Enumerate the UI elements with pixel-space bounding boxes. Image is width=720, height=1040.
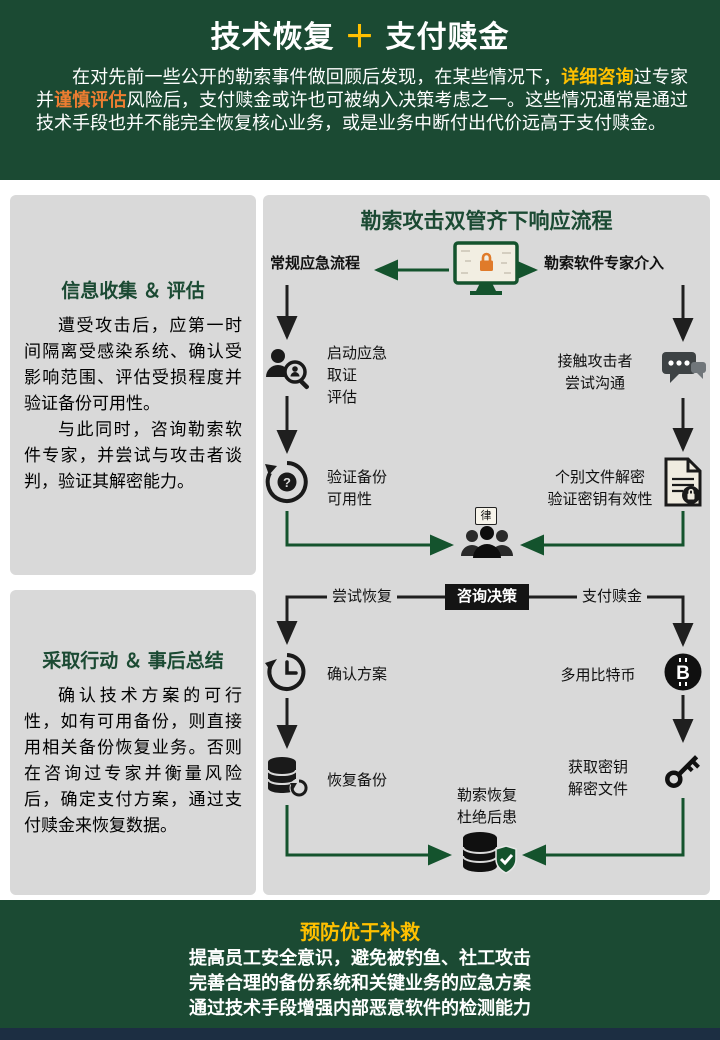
branch-label-expert-involved: 勒索软件专家介入: [543, 255, 664, 272]
step-restore-backup-label: 恢复备份: [327, 772, 388, 789]
decision-node: 咨询决策: [445, 584, 529, 610]
footer-line-3: 通过技术手段增强内部恶意软件的检测能力: [189, 998, 531, 1018]
footer-line-2: 完善合理的备份系统和关键业务的应急方案: [189, 973, 531, 993]
intro-segment: 风险后，支付赎金或许也可被纳入决策考虑之一。这些情况通常是通过技术手段也并不能完…: [36, 90, 689, 133]
info-collect-paragraph-2: 与此同时，咨询勒索软件专家，并尝试与攻击者谈判，验证其解密能力。: [24, 419, 242, 491]
footer-title: 预防优于补救: [300, 922, 420, 944]
flowchart-title: 勒索攻击双管齐下响应流程: [360, 210, 613, 233]
footer-line-1: 提高员工安全意识，避免被钓鱼、社工攻击: [189, 948, 531, 968]
database-shield-icon: [456, 829, 518, 879]
path-try-restore-label: 尝试恢复: [327, 587, 397, 607]
intro-segment: 在对先前一些公开的勒索事件做回顾后发现，在某些情况下，: [72, 67, 562, 87]
step-start-response-label: 启动应急 取证 评估: [327, 345, 388, 406]
database-restore-icon: [264, 754, 310, 800]
highlight-careful-evaluate: 谨慎评估: [54, 90, 127, 110]
page-title-plus: ＋: [344, 21, 376, 54]
person-search-icon: [264, 345, 310, 391]
bottom-bar: [0, 1028, 720, 1040]
key-icon: [661, 748, 705, 792]
bitcoin-glyph: B: [676, 663, 690, 684]
highlight-detailed-consult: 详细咨询: [561, 67, 634, 87]
page-title-left: 技术恢复: [210, 21, 335, 54]
info-collect-paragraph-1: 遭受攻击后，应第一时间隔离受感染系统、确认受影响范围、评估受损程度并验证备份可用…: [24, 315, 242, 413]
intro-paragraph: 在对先前一些公开的勒索事件做回顾后发现，在某些情况下，详细咨询过专家并谨慎评估风…: [36, 66, 688, 135]
file-lock-icon: [661, 457, 705, 507]
bitcoin-icon: B: [663, 652, 703, 692]
step-verify-backup-label: 验证备份 可用性: [327, 469, 388, 508]
page-title: 技术恢复 ＋ 支付赎金: [0, 12, 720, 56]
take-action-box: 采取行动 ＆ 事后总结 确认技术方案的可行性，如有可用备份，则直接用相关备份恢复…: [10, 590, 256, 895]
step-get-key-label: 获取密钥 解密文件: [567, 759, 628, 798]
step-contact-attacker-label: 接触攻击者 尝试沟通: [557, 353, 633, 392]
info-collect-title: 信息收集 ＆ 评估: [61, 280, 205, 302]
consult-people-icon: [460, 521, 514, 567]
footer: 预防优于补救 提高员工安全意识，避免被钓鱼、社工攻击 完善合理的备份系统和关键业…: [0, 900, 720, 1040]
step-decrypt-sample-label: 个别文件解密 验证密钥有效性: [547, 469, 653, 508]
monitor-lock-icon: [453, 241, 519, 297]
backup-verify-icon: ?: [264, 459, 310, 505]
step-confirm-plan-label: 确认方案: [327, 666, 388, 683]
page-title-right: 支付赎金: [385, 21, 510, 54]
path-pay-ransom-label: 支付赎金: [577, 587, 647, 607]
branch-label-regular-response: 常规应急流程: [269, 255, 360, 272]
clock-history-icon: [265, 650, 309, 694]
question-mark-glyph: ?: [283, 475, 291, 490]
header: 技术恢复 ＋ 支付赎金 在对先前一些公开的勒索事件做回顾后发现，在某些情况下，详细咨…: [0, 0, 720, 180]
intro-segment: 过专家并: [36, 67, 689, 110]
footer-lines: 提高员工安全意识，避免被钓鱼、社工攻击 完善合理的备份系统和关键业务的应急方案 …: [0, 946, 720, 1021]
law-badge: 律: [475, 507, 497, 525]
step-use-bitcoin-label: 多用比特币: [560, 667, 636, 684]
final-recover-label: 勒索恢复 杜绝后患: [456, 787, 517, 826]
info-collect-box: 信息收集 ＆ 评估 遭受攻击后，应第一时间隔离受感染系统、确认受影响范围、评估受…: [10, 195, 256, 575]
flowchart-panel: 勒索攻击双管齐下响应流程: [263, 195, 710, 895]
take-action-paragraph: 确认技术方案的可行性，如有可用备份，则直接用相关备份恢复业务。否则在咨询过专家并…: [24, 686, 242, 835]
take-action-title: 采取行动 ＆ 事后总结: [42, 651, 224, 672]
chat-bubbles-icon: [661, 349, 707, 389]
